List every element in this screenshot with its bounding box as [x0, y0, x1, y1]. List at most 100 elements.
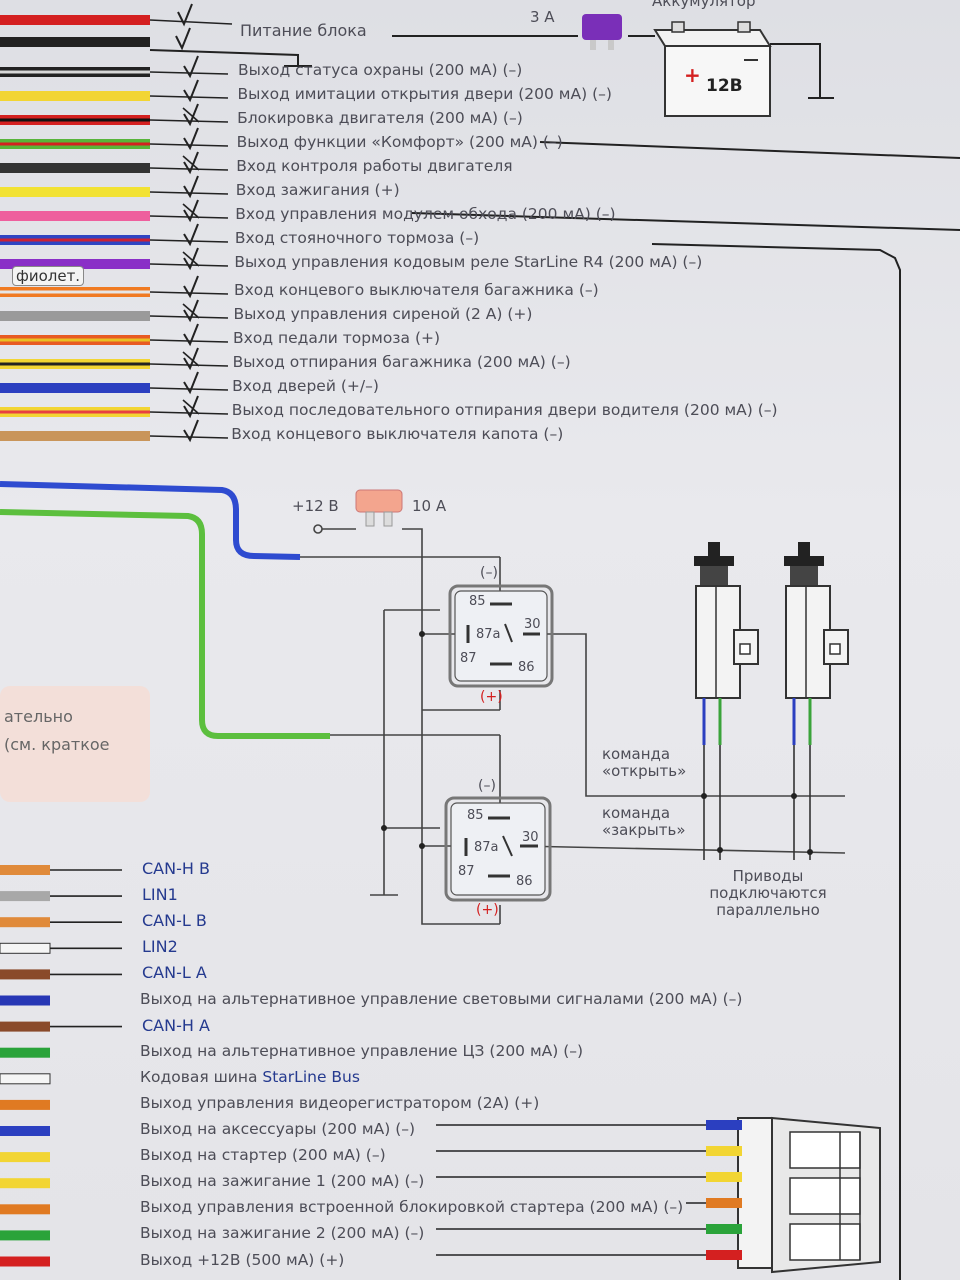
top-connector-label-3: Выход функции «Комфорт» (200 мА) (–) [236, 133, 563, 151]
top-wire-0 [0, 55, 229, 79]
actuator-junctions [381, 631, 813, 855]
bottom-connector-label-15: Выход +12В (500 мА) (+) [140, 1251, 344, 1269]
bottom-wire-15 [0, 1250, 742, 1267]
battery-title: Аккумулятор [652, 0, 756, 10]
top-connector-label-2: Блокировка двигателя (200 мА) (–) [237, 109, 523, 127]
command-open-label: команда «открыть» [602, 745, 687, 780]
fuse-3a-label: 3 А [530, 8, 555, 26]
check-mark-icon [183, 199, 199, 223]
top-wire-6 [0, 199, 229, 223]
command-close-label: команда «закрыть» [602, 804, 686, 839]
top-connector-label-1: Выход имитации открытия двери (200 мА) (… [237, 85, 612, 103]
bottom-connector-label-7: Выход на альтернативное управление ЦЗ (2… [140, 1042, 583, 1060]
top-wire-7 [0, 223, 229, 247]
bottom-connector-label-5: Выход на альтернативное управление свето… [140, 990, 742, 1008]
bottom-connector-label-4: CAN-L A [142, 963, 207, 982]
relay-2 [444, 796, 552, 902]
top-wire-10 [0, 299, 229, 323]
fuse-3a-icon [582, 14, 622, 50]
relay-1 [448, 584, 554, 688]
bottom-label-text: Выход на стартер (200 мА) (–) [140, 1146, 386, 1165]
cross-mark-icon [182, 155, 200, 171]
top-connector-label-13: Вход дверей (+/–) [232, 377, 379, 395]
top-wire-4 [0, 151, 229, 175]
bottom-wire-12 [0, 1172, 742, 1189]
pink-note-line-2: (см. краткое [4, 735, 110, 754]
top-connector-label-0: Выход статуса охраны (200 мА) (–) [238, 61, 523, 79]
cross-mark-icon [182, 251, 200, 267]
bottom-label-text: Выход +12В (500 мА) (+) [140, 1250, 345, 1269]
bottom-wire-9 [0, 1099, 50, 1110]
top-connector-label-5: Вход зажигания (+) [235, 181, 400, 199]
cross-mark-icon [182, 203, 200, 219]
supply-label: +12 В [292, 497, 339, 515]
relay1-pin30: 30 [524, 617, 541, 632]
fuse-10a-label: 10 А [412, 497, 447, 515]
top-wire-3 [0, 127, 229, 151]
check-mark-icon [183, 223, 199, 247]
power-label: Питание блока [240, 21, 367, 40]
black-ground-wire [0, 37, 150, 47]
relay2-pin85: 85 [467, 808, 484, 823]
purple-wire-tag: фиолет. [12, 266, 85, 286]
bottom-connector-label-9: Выход управления видеорегистратором (2А)… [140, 1094, 539, 1112]
check-mark-icon [183, 127, 199, 151]
bottom-label-text: Выход управления встроенной блокировкой … [140, 1198, 684, 1217]
bottom-label-text: CAN-H B [142, 859, 210, 878]
bottom-connector-label-3: LIN2 [142, 937, 178, 956]
top-connector-label-10: Выход управления сиреной (2 А) (+) [233, 305, 533, 323]
check-mark-icon [183, 79, 199, 103]
check-mark-icon [183, 299, 199, 323]
starline-bus-text: StarLine Bus [262, 1067, 360, 1086]
relay1-plus: (+) [480, 689, 503, 705]
bottom-wire-0 [0, 865, 122, 875]
battery-icon: + [653, 21, 772, 117]
check-mark-icon [183, 247, 199, 271]
bottom-wire-5 [0, 995, 50, 1006]
check-mark-icon [183, 151, 199, 175]
check-mark-icon [175, 27, 191, 51]
top-connector-label-11: Вход педали тормоза (+) [233, 329, 441, 347]
bottom-connector-label-2: CAN-L B [142, 911, 207, 930]
actuators-parallel-note: Приводы подключаются параллельно [709, 867, 827, 919]
cross-mark-icon [182, 399, 200, 415]
check-mark-icon [183, 103, 199, 127]
check-mark-icon [183, 395, 199, 419]
bottom-connector-label-10: Выход на аксессуары (200 мА) (–) [140, 1120, 415, 1138]
bottom-wire-2 [0, 917, 122, 928]
top-connector-label-8: Выход управления кодовым реле StarLine R… [234, 253, 703, 271]
bottom-connector-label-13: Выход управления встроенной блокировкой … [140, 1198, 683, 1216]
top-wire-5 [0, 175, 229, 199]
check-mark-icon [183, 371, 199, 395]
bottom-label-text: Выход управления видеорегистратором (2А)… [140, 1093, 540, 1112]
door-actuator-1 [694, 542, 759, 860]
check-mark-icon [183, 419, 199, 443]
relay1-pin86: 86 [518, 660, 535, 675]
top-wire-14 [0, 395, 229, 419]
bottom-label-text: Выход на зажигание 2 (200 мА) (–) [140, 1224, 425, 1243]
bottom-label-text: CAN-L A [142, 963, 207, 983]
check-mark-icon [183, 347, 199, 371]
bottom-wire-1 [0, 891, 122, 902]
top-connector-label-15: Вход концевого выключателя капота (–) [231, 425, 564, 443]
bottom-connector-label-11: Выход на стартер (200 мА) (–) [140, 1146, 386, 1164]
bottom-label-text: Выход на аксессуары (200 мА) (–) [140, 1120, 416, 1138]
bottom-wire-14 [0, 1224, 742, 1241]
bottom-connector-label-8: Кодовая шина StarLine Bus [140, 1068, 360, 1086]
relay2-minus: (–) [478, 778, 496, 794]
bottom-connector-label-14: Выход на зажигание 2 (200 мА) (–) [140, 1224, 424, 1242]
svg-text:+: + [684, 63, 701, 87]
top-wire-11 [0, 323, 229, 347]
pink-note-box [0, 686, 150, 802]
top-wire-12 [0, 347, 229, 371]
relay-wiring [300, 524, 846, 925]
bottom-wire-8 [0, 1073, 51, 1085]
top-wire-13 [0, 371, 229, 395]
bottom-connector-icon [737, 1116, 881, 1274]
bottom-wire-4 [0, 969, 122, 980]
top-wire-1 [0, 79, 229, 103]
check-mark-icon [183, 323, 199, 347]
check-mark-icon [183, 175, 199, 199]
blue-wire [0, 481, 301, 560]
